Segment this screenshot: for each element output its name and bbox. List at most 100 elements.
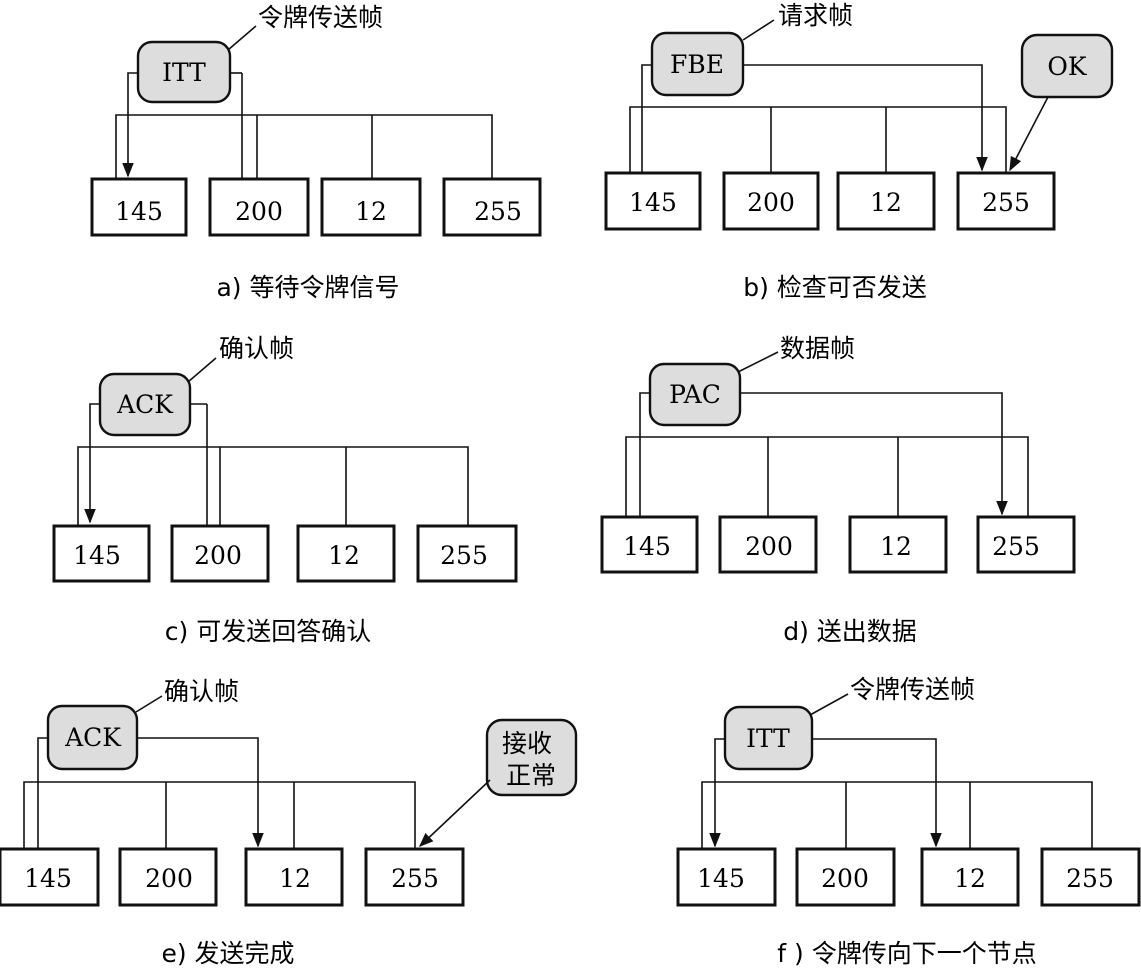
leader-line [135, 695, 163, 713]
node-box [320, 177, 422, 237]
panel-b: 145 200 12 255 FBE 请求帧 OK b) 检查可否发送 [604, 1, 1114, 302]
status-badge [485, 718, 578, 797]
node-label: 200 [745, 532, 793, 561]
node-label: 12 [870, 188, 902, 217]
node-label: 200 [194, 541, 242, 570]
status-badge-line-1: 接收 [502, 729, 552, 758]
panel-caption: a) 等待令牌信号 [216, 273, 399, 302]
token-frame [98, 372, 192, 437]
token-label: ACK [64, 723, 122, 752]
node-label: 145 [115, 197, 163, 226]
node-label: 145 [623, 532, 671, 561]
node-label: 255 [474, 197, 522, 226]
node-box [848, 515, 948, 574]
token-arrow [84, 403, 100, 524]
node-box [722, 171, 820, 231]
bus-line [625, 436, 1029, 516]
frame-label: 请求帧 [778, 1, 853, 30]
token-return-line [639, 392, 650, 516]
node-label: 12 [954, 864, 986, 893]
frame-label: 确认帧 [219, 334, 294, 363]
token-arrow-next [812, 738, 942, 848]
bus-line [115, 73, 493, 178]
node-box [604, 171, 702, 231]
node-label: 255 [391, 864, 439, 893]
token-label: FBE [670, 50, 724, 79]
token-frame [723, 705, 814, 771]
node-box [170, 524, 270, 583]
node-label: 145 [697, 864, 745, 893]
node-label: 145 [629, 188, 677, 217]
status-badge-label: OK [1047, 52, 1087, 81]
badge-arrow [1009, 96, 1049, 172]
frame-label: 令牌传送帧 [258, 3, 383, 32]
node-box [208, 177, 310, 237]
leader-line [737, 351, 779, 373]
leader-line [187, 357, 217, 383]
node-label: 12 [279, 864, 311, 893]
token-return-line [37, 737, 48, 848]
panel-caption: e) 发送完成 [161, 939, 294, 968]
node-box [0, 847, 100, 907]
frame-label: 确认帧 [164, 677, 239, 706]
token-label: PAC [669, 380, 721, 409]
node-label: 200 [747, 188, 795, 217]
node-label: 200 [235, 197, 283, 226]
node-box [442, 177, 542, 237]
frame-label: 令牌传送帧 [850, 675, 975, 704]
bus-line [77, 404, 469, 525]
token-frame [648, 362, 742, 427]
node-label: 255 [982, 188, 1030, 217]
node-box [976, 515, 1076, 574]
node-box [600, 515, 699, 574]
node-box [416, 524, 518, 583]
node-box [718, 515, 818, 574]
badge-arrow [418, 779, 491, 847]
node-box [118, 847, 218, 907]
status-badge-line-2: 正常 [506, 761, 556, 790]
panel-d: 145 200 12 255 PAC 数据帧 d) 送出数据 [600, 334, 1076, 646]
token-frame [46, 704, 139, 771]
token-arrow [122, 72, 138, 178]
frame-label: 数据帧 [780, 334, 855, 363]
node-label: 145 [24, 864, 72, 893]
node-label: 255 [440, 541, 488, 570]
leader-line [227, 25, 257, 51]
bus-line [23, 781, 416, 848]
node-box [296, 524, 396, 583]
panel-f: 145 200 12 255 ITT 令牌传送帧 f ) 令牌传向下一个节点 [676, 675, 1141, 968]
token-frame [650, 31, 745, 97]
status-badge-label: 接收 正常 [502, 729, 560, 790]
node-box [795, 847, 896, 907]
node-box [956, 171, 1056, 231]
node-box [676, 847, 777, 907]
node-label: 200 [821, 864, 869, 893]
token-return-line [641, 64, 652, 172]
node-box [1040, 847, 1141, 907]
token-label: ITT [162, 58, 206, 87]
panel-caption: c) 可发送回答确认 [165, 617, 371, 646]
leader-line [742, 19, 775, 41]
node-label: 12 [328, 541, 360, 570]
bus-line [701, 781, 1093, 848]
panel-c: 145 200 12 255 ACK 确认帧 c) 可发送回答确认 [52, 334, 518, 646]
node-label: 12 [880, 532, 912, 561]
token-arrow [709, 738, 725, 848]
node-box [244, 847, 344, 907]
bus-line [629, 106, 1007, 172]
token-label: ITT [746, 724, 790, 753]
panel-caption: f ) 令牌传向下一个节点 [777, 939, 1036, 968]
leader-line [809, 693, 849, 716]
node-box [52, 524, 151, 583]
token-label: ACK [116, 390, 174, 419]
token-frame [136, 40, 232, 104]
node-label: 200 [145, 864, 193, 893]
node-label: 12 [355, 197, 387, 226]
panel-e: 145 200 12 255 ACK 确认帧 接收 正常 e) 发送完成 [0, 677, 578, 968]
panel-a: 145 200 12 255 ITT 令牌传送帧 a) 等待令牌信号 [90, 3, 542, 302]
panel-caption: b) 检查可否发送 [743, 273, 927, 302]
node-box [364, 847, 465, 907]
node-label: 255 [992, 532, 1040, 561]
node-box [836, 171, 936, 231]
